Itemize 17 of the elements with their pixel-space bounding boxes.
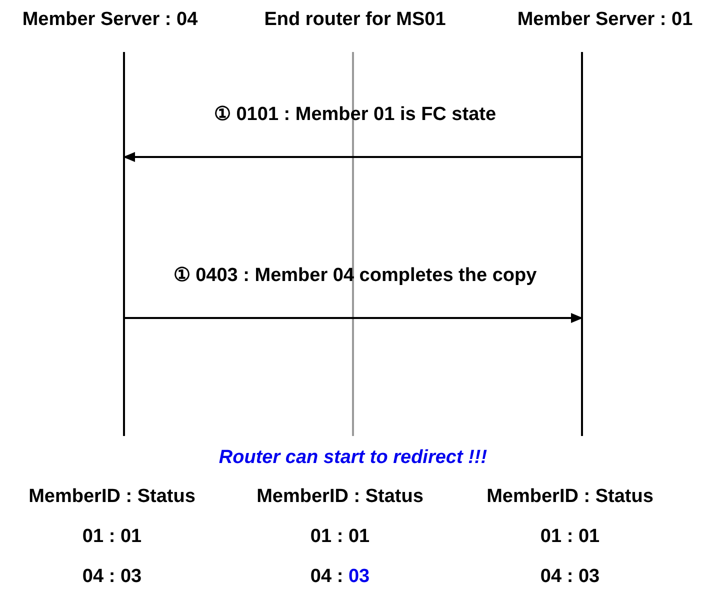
table-header: MemberID : Status [486,486,654,508]
message-label: ① 0403 : Member 04 completes the copy [173,265,537,287]
lifeline-header: End router for MS01 [264,9,446,31]
lifeline-header: Member Server : 04 [22,9,198,31]
table-cell: 04 : 03 [540,566,600,588]
table-header: MemberID : Status [256,486,424,508]
note-text: Router can start to redirect !!! [218,447,488,469]
table-header: MemberID : Status [28,486,196,508]
message-arrow [124,313,583,323]
message-arrow [123,152,582,162]
message-label: ① 0101 : Member 01 is FC state [214,104,496,126]
table-cell: 01 : 01 [540,526,600,548]
table-cell: 04 : 03 [310,566,370,588]
lifeline-header: Member Server : 01 [517,9,693,31]
table-cell: 01 : 01 [82,526,142,548]
table-cell: 04 : 03 [82,566,142,588]
table-cell: 01 : 01 [310,526,370,548]
